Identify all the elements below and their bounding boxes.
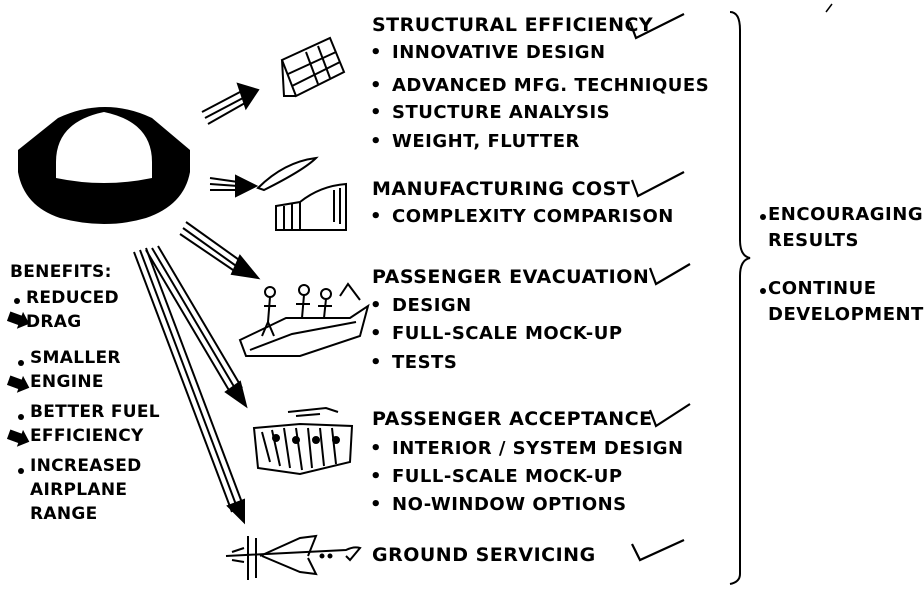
section-item: DESIGN <box>370 295 472 316</box>
down-arrow-icon <box>6 311 30 329</box>
section-item: NO-WINDOW OPTIONS <box>370 494 627 515</box>
benefit-line: DRAG <box>26 312 82 332</box>
down-arrow-icon <box>6 375 30 393</box>
results-bullet <box>760 214 766 220</box>
result-line: RESULTS <box>768 230 859 251</box>
section-item: FULL-SCALE MOCK-UP <box>370 466 623 487</box>
passenger-cabin-icon <box>252 406 354 476</box>
result-line: CONTINUE <box>768 278 877 299</box>
benefit-line: EFFICIENCY <box>30 426 144 446</box>
section-item: INNOVATIVE DESIGN <box>370 42 606 63</box>
arrows <box>133 82 261 525</box>
structure-panel-icon <box>280 36 346 98</box>
fuselage-cross-section-icon <box>18 107 190 224</box>
benefit-line: INCREASED <box>30 456 142 476</box>
margin-mark <box>825 3 833 13</box>
result-line: ENCOURAGING <box>768 204 924 225</box>
evacuation-slide-icon <box>238 282 370 357</box>
section-item: TESTS <box>370 352 457 373</box>
airplane-planform-icon <box>225 534 362 580</box>
manufacturing-frame-icon <box>275 182 347 231</box>
checkmark-icon <box>631 538 685 562</box>
section-item: ADVANCED MFG. TECHNIQUES <box>370 75 709 96</box>
curly-brace <box>729 11 751 585</box>
benefit-bullet <box>18 414 24 420</box>
benefit-line: REDUCED <box>26 288 119 308</box>
arrow-acceptance <box>145 245 248 409</box>
benefit-line: RANGE <box>30 504 98 524</box>
benefit-line: BETTER FUEL <box>30 402 160 422</box>
benefit-line: ENGINE <box>30 372 104 392</box>
section-heading-ground-servicing: GROUND SERVICING <box>372 544 596 566</box>
arrow-ground <box>133 247 245 525</box>
section-heading-acceptance: PASSENGER ACCEPTANCE <box>372 408 653 430</box>
section-item: COMPLEXITY COMPARISON <box>370 206 674 227</box>
benefit-line: SMALLER <box>30 348 121 368</box>
section-heading-manufacturing: MANUFACTURING COST <box>372 178 631 200</box>
result-line: DEVELOPMENT <box>768 304 924 325</box>
checkmark-icon <box>630 171 685 198</box>
arrow-evacuation <box>179 221 261 280</box>
benefit-bullet <box>18 360 24 366</box>
arrow-structural <box>201 82 260 125</box>
section-item: STUCTURE ANALYSIS <box>370 102 610 123</box>
section-item: INTERIOR / SYSTEM DESIGN <box>370 438 684 459</box>
results-bullet <box>760 288 766 294</box>
checkmark-icon <box>628 13 685 40</box>
benefits-title: BENEFITS: <box>10 262 112 282</box>
benefit-bullet <box>14 298 20 304</box>
checkmark-icon <box>648 263 691 286</box>
arrow-manufacturing <box>209 174 259 198</box>
benefit-bullet <box>18 468 24 474</box>
down-arrow-icon <box>6 429 30 447</box>
section-item: FULL-SCALE MOCK-UP <box>370 323 623 344</box>
section-heading-structural: STRUCTURAL EFFICIENCY <box>372 14 654 36</box>
checkmarks <box>628 13 691 562</box>
benefit-line: AIRPLANE <box>30 480 128 500</box>
checkmark-icon <box>648 403 691 428</box>
structure-panel-icon <box>256 156 319 192</box>
section-item: WEIGHT, FLUTTER <box>370 131 580 152</box>
section-heading-evacuation: PASSENGER EVACUATION <box>372 266 650 288</box>
